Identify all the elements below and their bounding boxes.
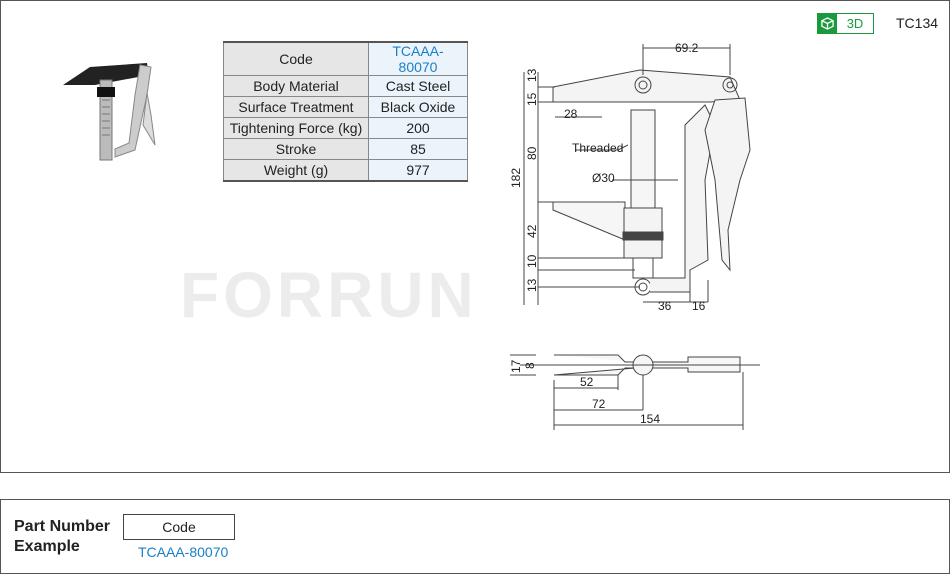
- dim-42: 42: [525, 224, 539, 238]
- dim-13a: 13: [525, 68, 539, 82]
- dim-52: 52: [580, 375, 594, 389]
- threaded-label: Threaded: [572, 141, 623, 155]
- code-header: Code: [123, 514, 235, 540]
- dim-30: Ø30: [592, 171, 615, 185]
- code-example-value: TCAAA-80070: [138, 544, 229, 560]
- product-code: TC134: [896, 15, 939, 31]
- 3d-view-button[interactable]: 3D: [817, 13, 874, 34]
- dim-16: 16: [692, 299, 706, 313]
- dim-72: 72: [592, 397, 606, 411]
- dim-182: 182: [509, 168, 523, 188]
- dim-13b: 13: [525, 278, 539, 292]
- technical-drawing: 69.2 28 Threaded Ø30 36 16 13 15 80 182 …: [509, 41, 760, 430]
- dim-69-2: 69.2: [675, 41, 699, 55]
- 3d-label: 3D: [846, 16, 864, 31]
- dim-36: 36: [658, 299, 672, 313]
- dim-17: 17: [509, 359, 523, 373]
- dim-154: 154: [640, 412, 660, 426]
- dim-10: 10: [525, 254, 539, 268]
- cube-icon: [818, 14, 837, 33]
- watermark: FORRUN: [180, 259, 478, 331]
- dim-80: 80: [525, 146, 539, 160]
- dim-8: 8: [523, 362, 537, 369]
- dim-15: 15: [525, 92, 539, 106]
- table-row: Tightening Force (kg)200: [223, 117, 468, 139]
- dim-28: 28: [564, 107, 578, 121]
- table-row: Weight (g)977: [223, 159, 468, 182]
- product-photo: [63, 63, 156, 161]
